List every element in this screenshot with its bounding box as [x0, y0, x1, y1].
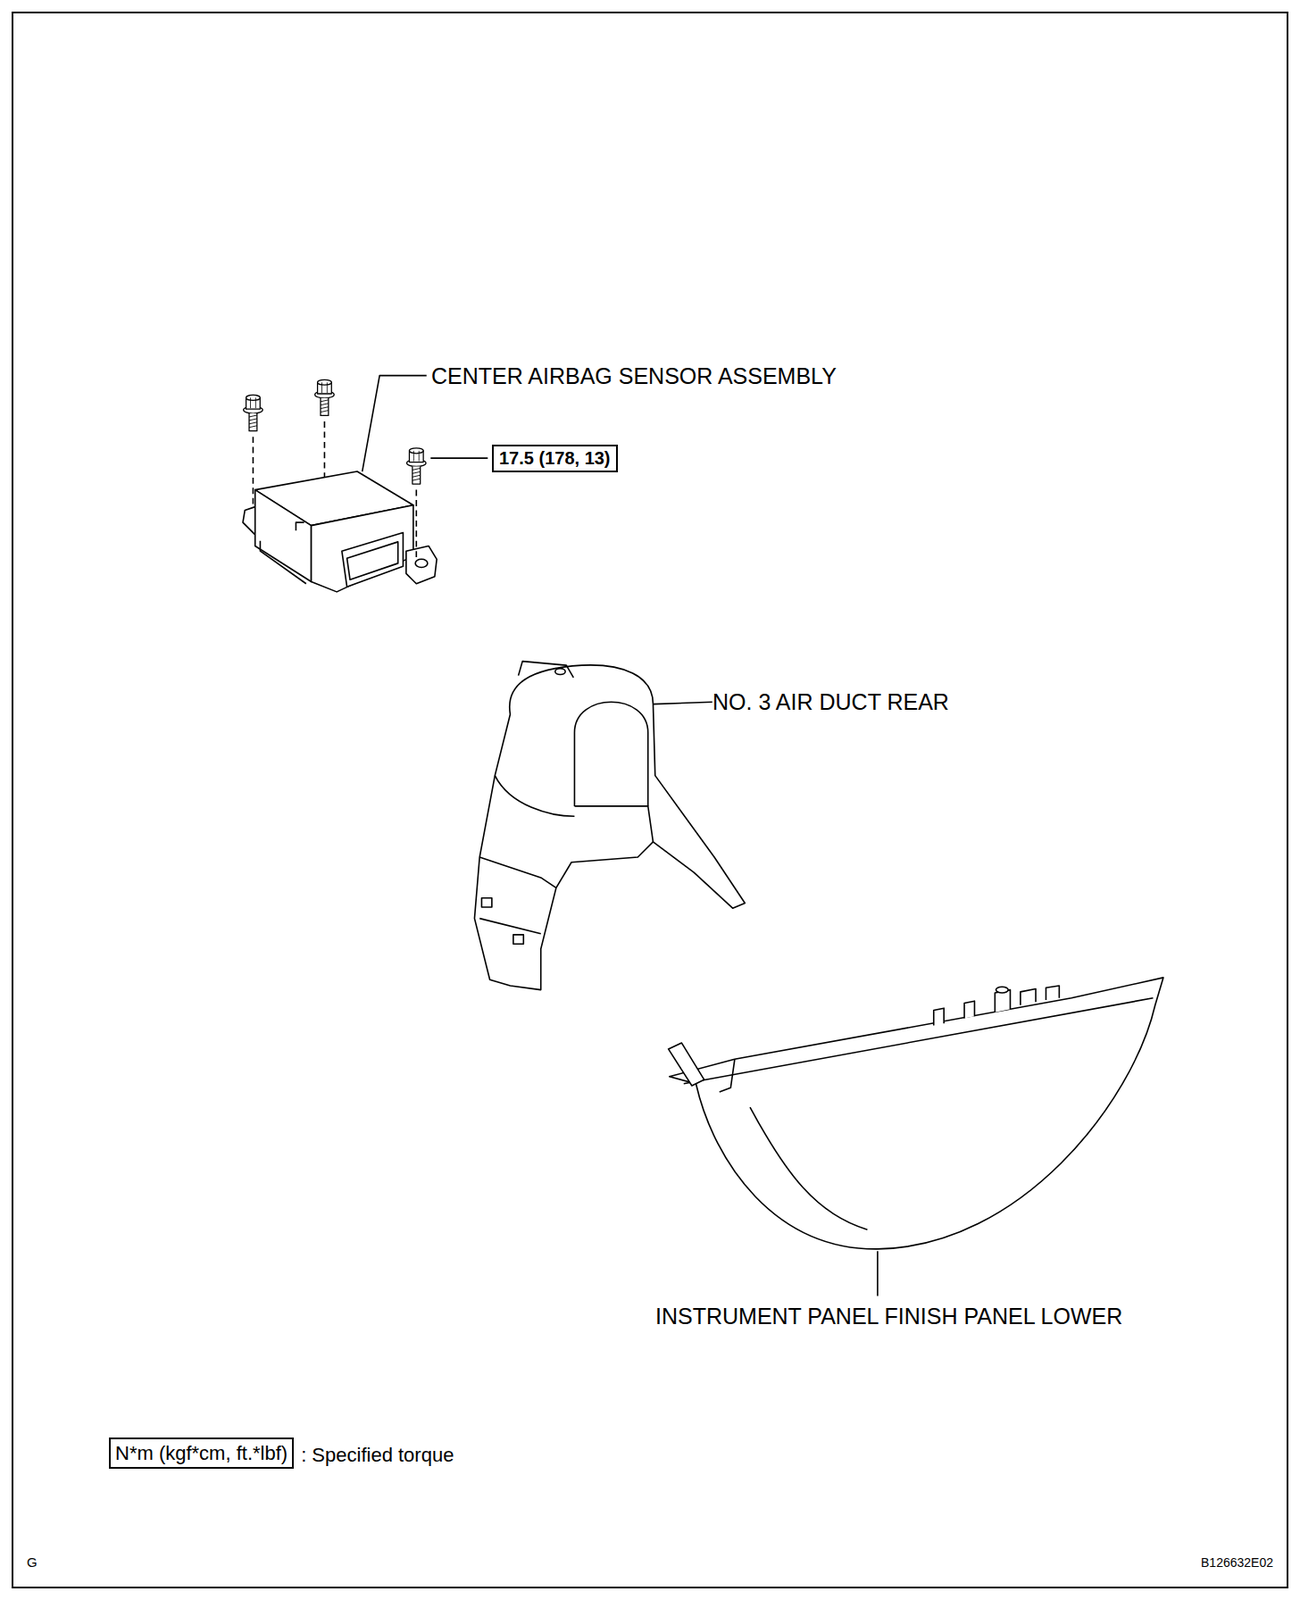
drawing-part [474, 665, 745, 991]
air-duct [474, 661, 745, 991]
drawing-part [1045, 985, 1059, 1000]
leader-line [430, 457, 488, 459]
drawing-part [324, 421, 326, 478]
drawing [242, 375, 1164, 1297]
leader-line [362, 375, 427, 472]
drawing-part [574, 701, 648, 807]
drawing-part [311, 505, 414, 592]
drawing-part [415, 558, 428, 567]
drawing-part [683, 998, 1154, 1084]
drawing-part [406, 545, 437, 584]
drawing-part [668, 1042, 705, 1086]
bolt [243, 394, 264, 431]
legend-text: : Specified torque [300, 1443, 454, 1467]
node-text: 17.5 (178, 13) [499, 448, 611, 469]
drawing-part [494, 775, 575, 817]
airbag-sensor [242, 471, 437, 592]
part-name: CENTER AIRBAG SENSOR ASSEMBLY [431, 363, 837, 390]
drawing-part [295, 522, 304, 531]
drawing-part [481, 898, 492, 908]
leader-line [652, 701, 712, 704]
drawing-part [574, 806, 653, 842]
drawing-part [555, 668, 566, 675]
finish-panel [668, 977, 1164, 1297]
drawing-part [669, 977, 1164, 1250]
node-text: N*m (kgf*cm, ft.*lbf) [115, 1441, 288, 1465]
drawing-part [252, 436, 255, 506]
part-name: NO. 3 AIR DUCT REAR [712, 689, 950, 716]
drawing-part [479, 857, 557, 888]
drawing-part [259, 541, 306, 584]
bolt-axis-lines [252, 421, 417, 559]
bolt [407, 448, 427, 484]
drawing-part [933, 1008, 944, 1025]
drawing-part [513, 934, 524, 944]
drawing-part [347, 541, 399, 580]
drawing-part [719, 1058, 735, 1092]
drawing-part [750, 1107, 867, 1230]
torque-box: 17.5 (178, 13) [491, 444, 618, 473]
drawing-part [1020, 988, 1036, 1005]
leader-line [876, 1250, 879, 1296]
drawing-part [416, 490, 418, 560]
drawing-part [341, 533, 404, 588]
drawing-part [995, 986, 1009, 993]
drawing-part [518, 661, 575, 678]
frame [12, 12, 1288, 1588]
part-name: INSTRUMENT PANEL FINISH PANEL LOWER [655, 1303, 1123, 1330]
bolt [315, 379, 335, 416]
drawing-part [964, 1000, 975, 1018]
drawing-part [479, 918, 542, 934]
figure-code: B126632E02 [1200, 1555, 1274, 1570]
torque-legend-box: N*m (kgf*cm, ft.*lbf) [108, 1437, 294, 1469]
page-mark: G [26, 1554, 38, 1570]
